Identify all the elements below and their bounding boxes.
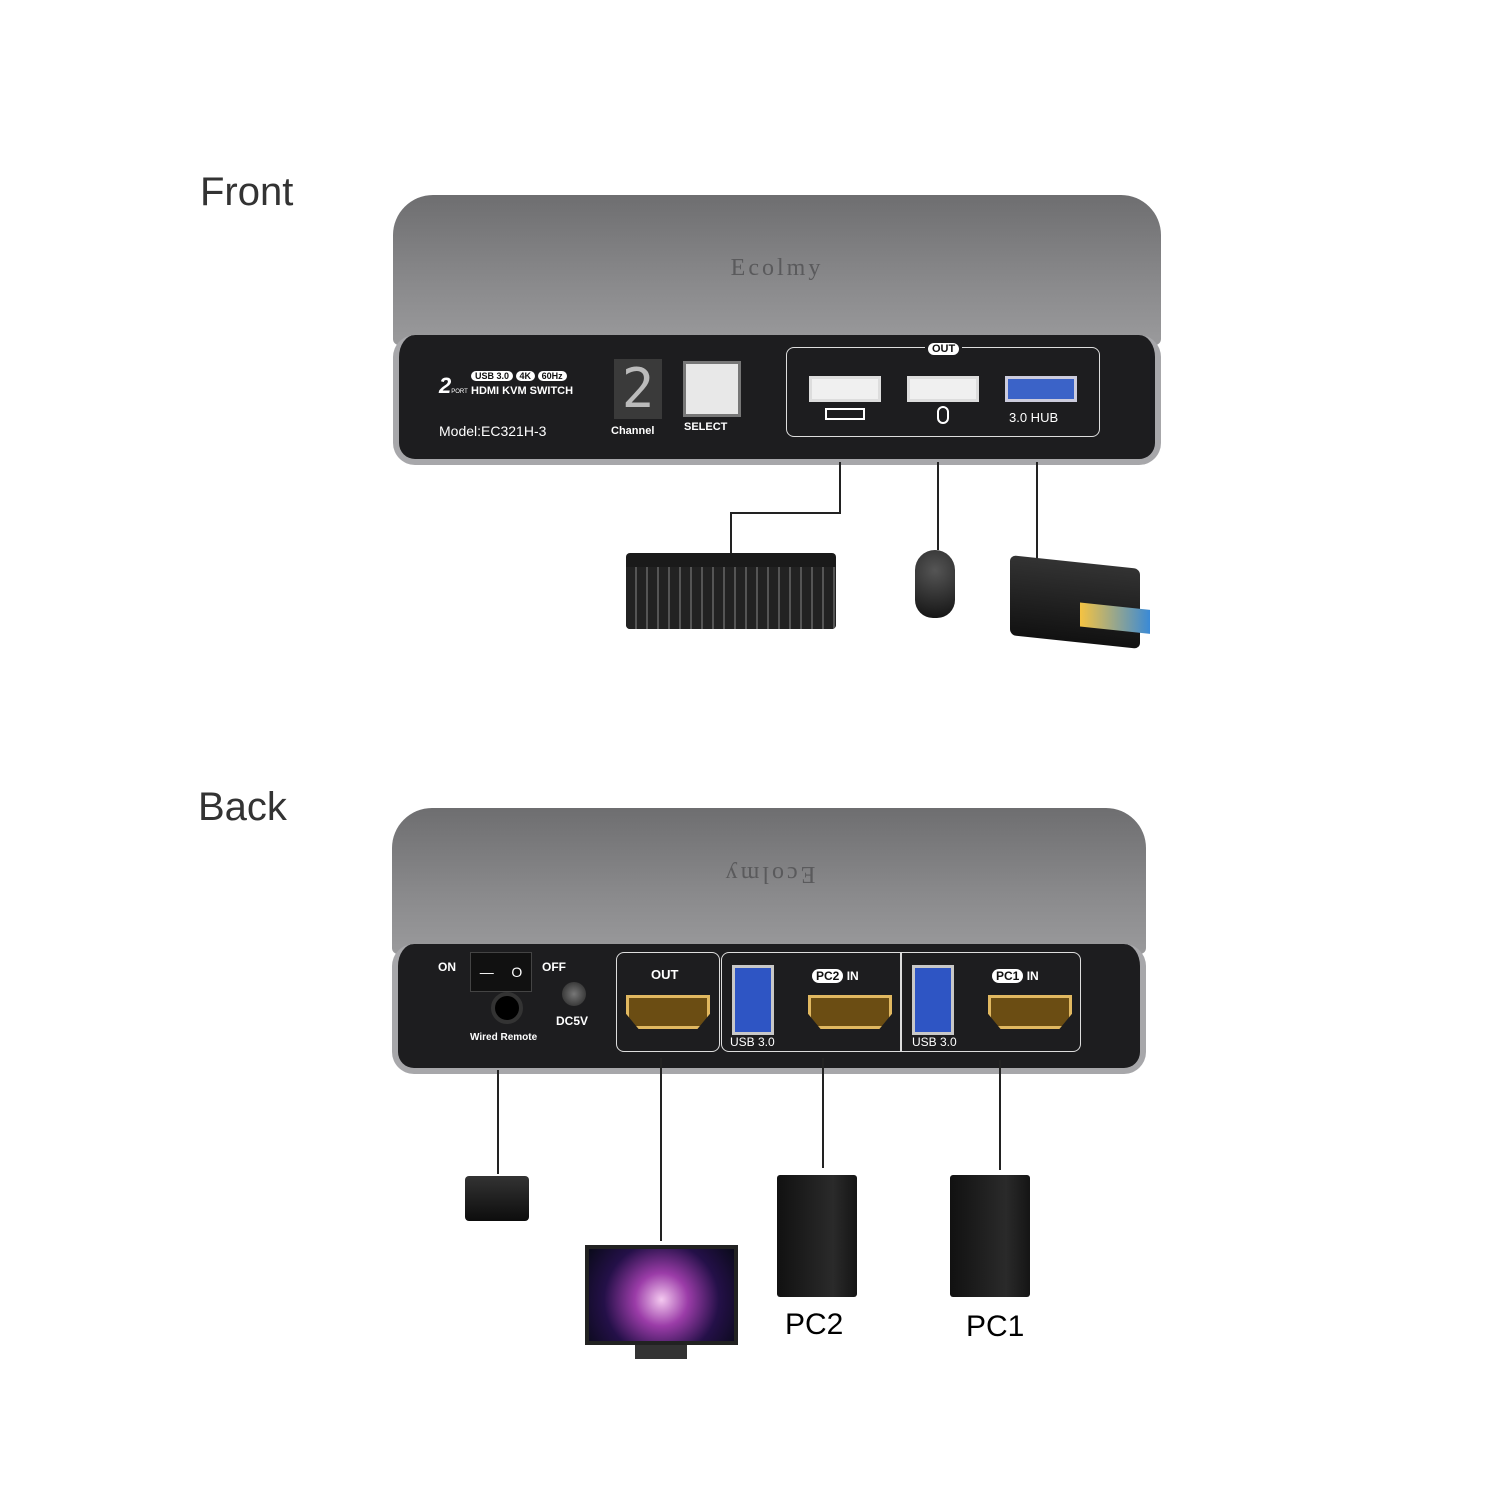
on-label: ON [438,960,456,974]
hdmi-out-port[interactable] [626,995,710,1029]
back-device: Ecolmy ON —O OFF Wired Remote DC5V OUT U… [392,808,1146,1074]
select-label: SELECT [684,421,728,433]
pc1-tower-icon [950,1175,1030,1297]
monitor-icon [585,1245,738,1345]
channel-label: Channel [611,425,655,437]
monitor-stand [635,1345,687,1359]
usb-b-port-pc1[interactable] [912,965,954,1035]
power-switch[interactable]: —O [470,952,532,992]
back-label: Back [198,785,287,829]
out-label: OUT [928,343,960,355]
brand-engraving: Ecolmy [730,255,824,281]
off-label: OFF [542,960,566,974]
front-label: Front [200,170,294,214]
out-label: OUT [651,967,679,982]
pc1-in-label: PC1 IN [992,969,1039,983]
usb-port-mouse[interactable] [907,376,979,402]
pc2-in-label: PC2 IN [812,969,859,983]
printer-icon [1010,555,1150,649]
pc1-label: PC1 [966,1310,1025,1343]
out-hdmi-box: OUT [616,952,720,1052]
dc-label: DC5V [556,1014,589,1028]
dc-power-jack[interactable] [562,982,586,1006]
pc2-label: PC2 [785,1308,844,1341]
back-panel: ON —O OFF Wired Remote DC5V OUT USB 3.0 … [392,944,1146,1074]
hub-label: 3.0 HUB [1009,410,1059,425]
usb-port-hub[interactable] [1005,376,1077,402]
wired-remote-icon [465,1176,529,1221]
hdmi-in-port-pc2[interactable] [808,995,892,1029]
mouse-icon [915,550,955,618]
usb-label-pc1: USB 3.0 [912,1035,957,1049]
mouse-icon [937,406,949,424]
wired-remote-jack[interactable] [491,992,523,1024]
front-device: Ecolmy 2PORT USB 3.0 4K 60Hz HDMI KVM SW… [393,195,1161,467]
pc2-tower-icon [777,1175,857,1297]
hdmi-in-port-pc1[interactable] [988,995,1072,1029]
usb-label-pc2: USB 3.0 [730,1035,775,1049]
keyboard-icon [825,408,865,420]
usb-b-port-pc2[interactable] [732,965,774,1035]
usb-port-keyboard[interactable] [809,376,881,402]
out-ports-box: OUT 3.0 HUB [786,339,1100,437]
channel-display: 2 [614,359,662,419]
brand-engraving: Ecolmy [722,861,816,887]
model-label: Model:EC321H-3 [439,423,547,439]
select-button[interactable] [683,361,741,417]
input-ports-box: USB 3.0 PC2 IN USB 3.0 PC1 IN [721,952,1081,1052]
wired-remote-label: Wired Remote [470,1032,538,1043]
keyboard-icon [626,553,836,629]
front-panel: 2PORT USB 3.0 4K 60Hz HDMI KVM SWITCH Mo… [393,335,1161,465]
product-logo: 2PORT USB 3.0 4K 60Hz HDMI KVM SWITCH [439,371,574,398]
